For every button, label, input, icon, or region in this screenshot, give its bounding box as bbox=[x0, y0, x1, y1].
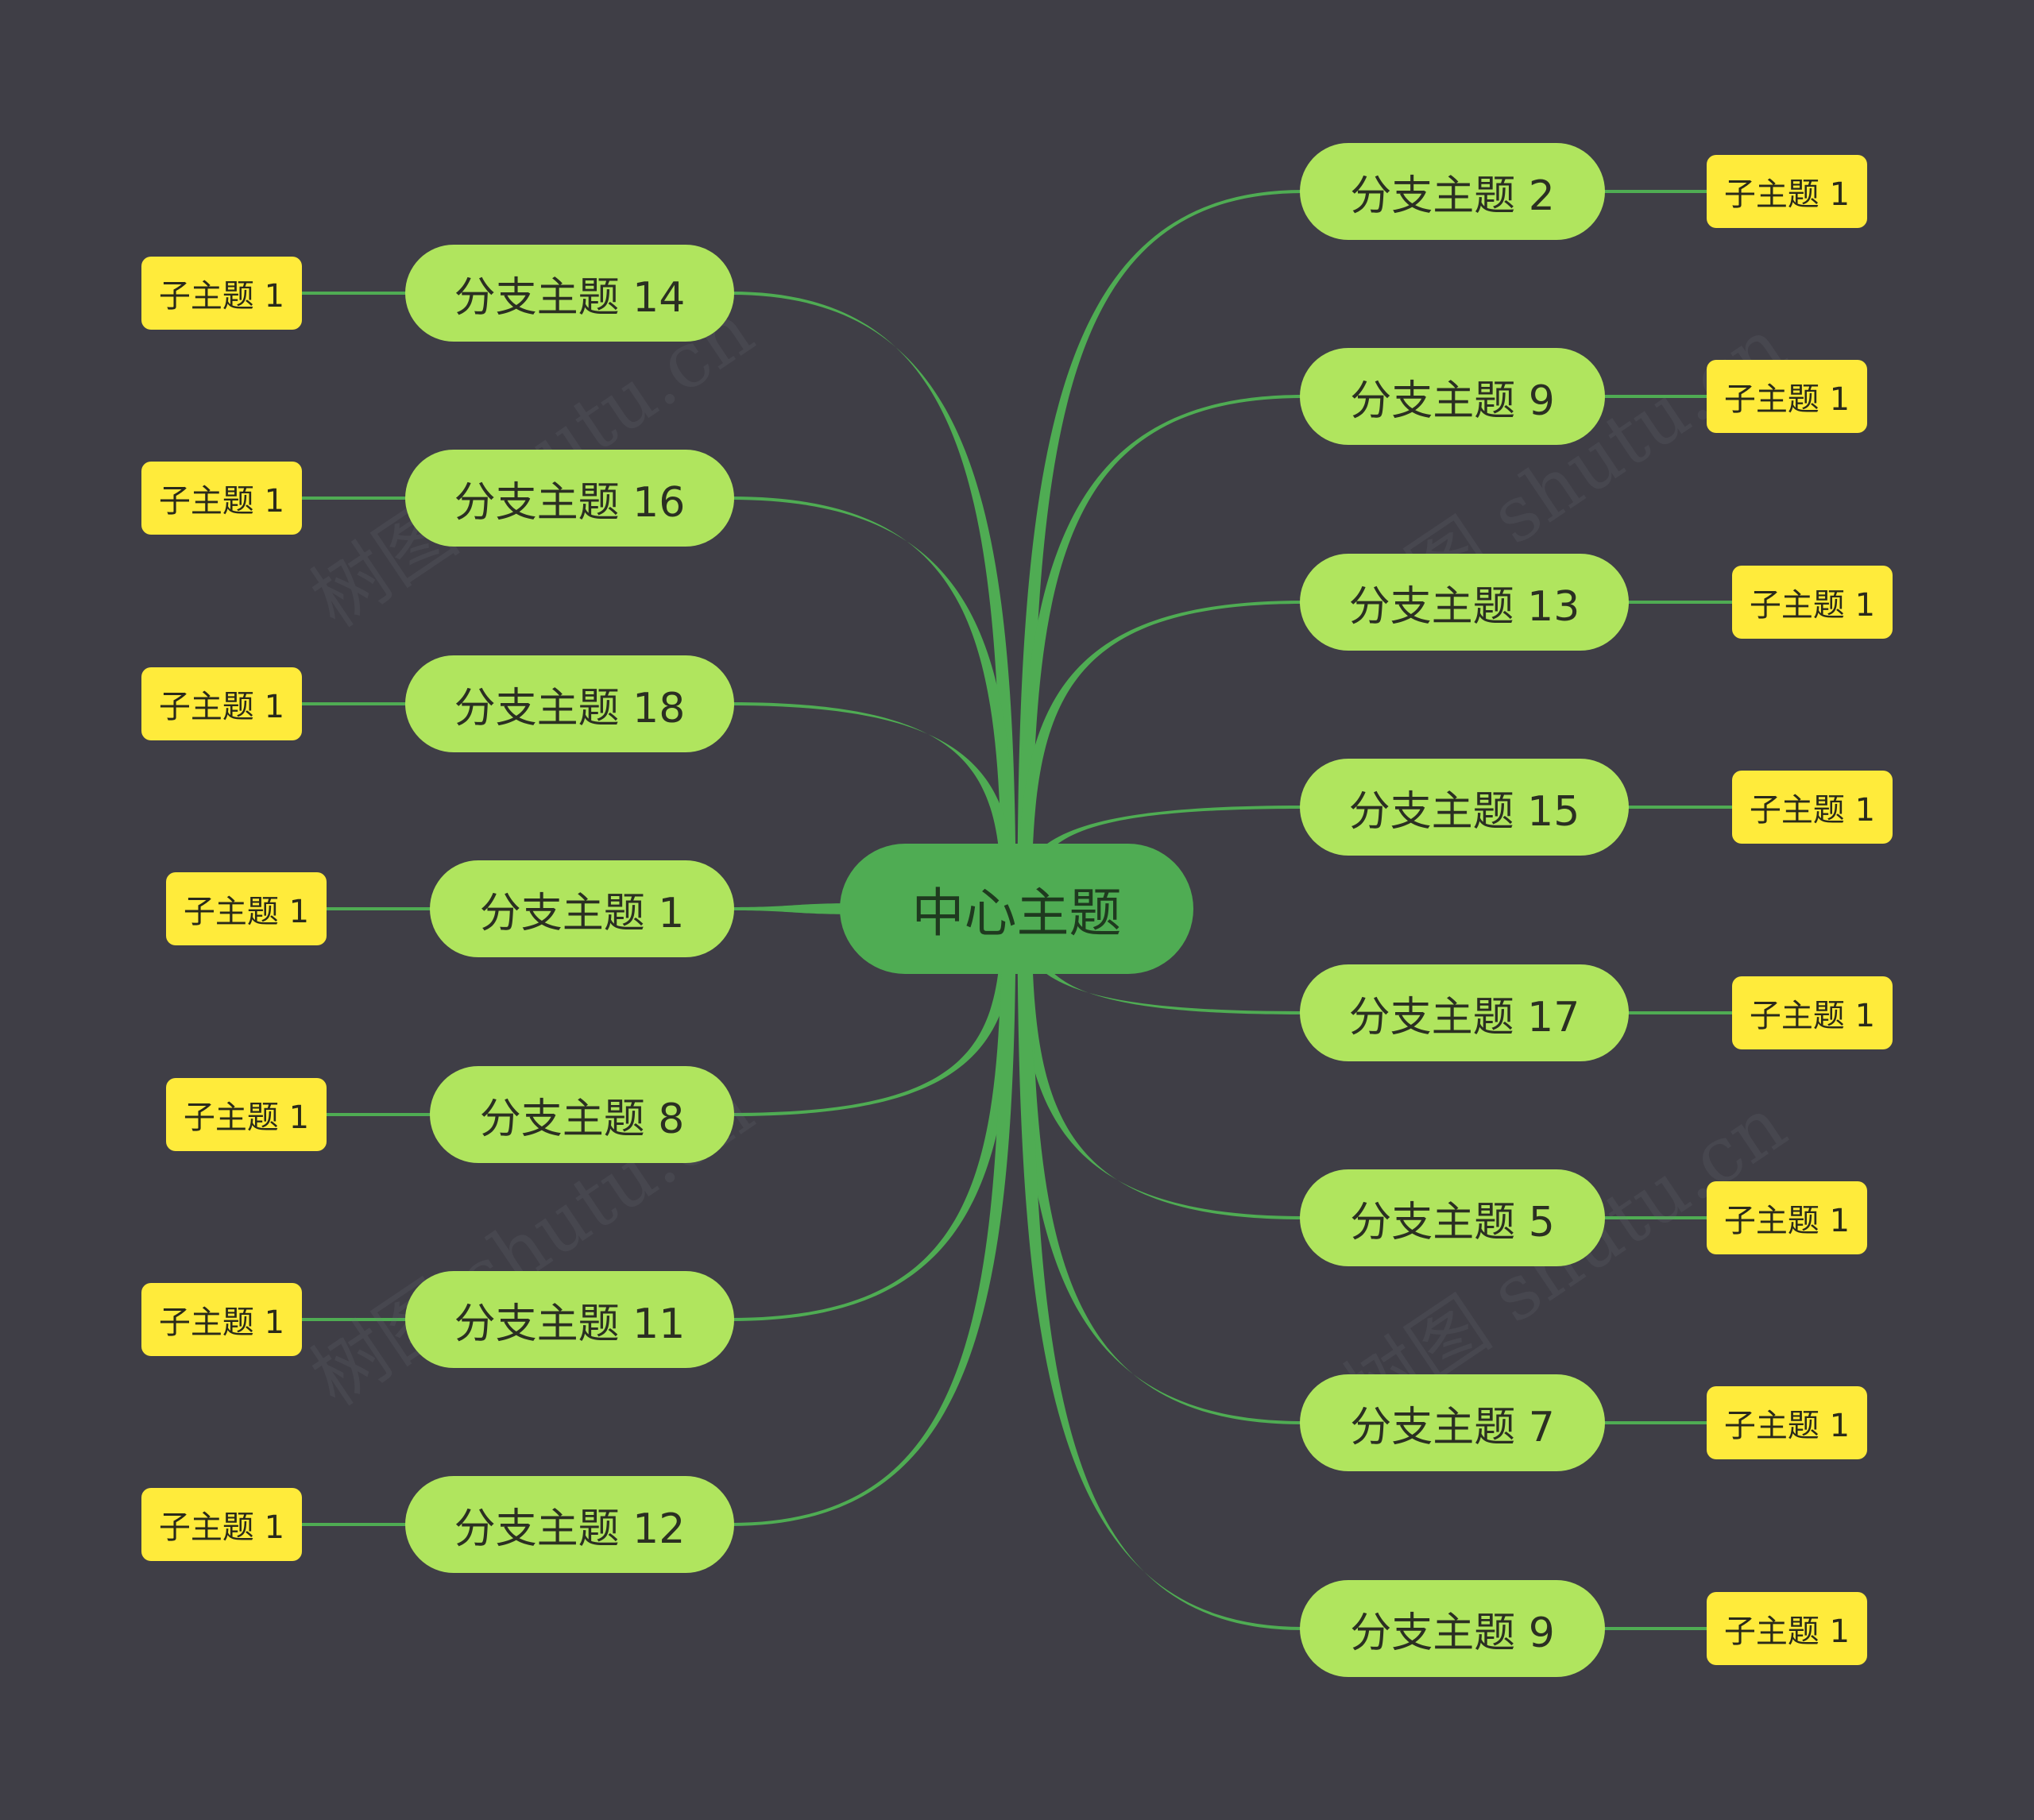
branch-right-2[interactable]: 分支主题 13 bbox=[1300, 554, 1629, 651]
branch-right-3[interactable]: 分支主题 15 bbox=[1300, 759, 1629, 856]
connector-center-left-0 bbox=[731, 292, 1016, 909]
branch-left-4[interactable]: 分支主题 8 bbox=[430, 1066, 734, 1163]
subtopic-right-1[interactable]: 子主题 1 bbox=[1707, 360, 1867, 433]
branch-left-6[interactable]: 分支主题 12 bbox=[405, 1476, 734, 1573]
branch-left-3[interactable]: 分支主题 1 bbox=[430, 860, 734, 957]
branch-left-1[interactable]: 分支主题 16 bbox=[405, 450, 734, 547]
branch-left-0[interactable]: 分支主题 14 bbox=[405, 245, 734, 342]
connector-center-left-3 bbox=[731, 903, 856, 914]
subtopic-right-2[interactable]: 子主题 1 bbox=[1732, 566, 1893, 639]
subtopic-right-4[interactable]: 子主题 1 bbox=[1732, 976, 1893, 1049]
subtopic-left-3[interactable]: 子主题 1 bbox=[166, 872, 327, 945]
subtopic-left-0[interactable]: 子主题 1 bbox=[141, 257, 302, 330]
branch-right-0[interactable]: 分支主题 2 bbox=[1300, 143, 1605, 240]
branch-right-1[interactable]: 分支主题 9 bbox=[1300, 348, 1605, 445]
subtopic-left-4[interactable]: 子主题 1 bbox=[166, 1078, 327, 1151]
subtopic-left-2[interactable]: 子主题 1 bbox=[141, 667, 302, 740]
subtopic-right-5[interactable]: 子主题 1 bbox=[1707, 1181, 1867, 1254]
subtopic-right-3[interactable]: 子主题 1 bbox=[1732, 771, 1893, 844]
subtopic-left-5[interactable]: 子主题 1 bbox=[141, 1283, 302, 1356]
branch-right-7[interactable]: 分支主题 9 bbox=[1300, 1580, 1605, 1677]
subtopic-left-6[interactable]: 子主题 1 bbox=[141, 1488, 302, 1561]
branch-right-6[interactable]: 分支主题 7 bbox=[1300, 1374, 1605, 1471]
subtopic-right-6[interactable]: 子主题 1 bbox=[1707, 1386, 1867, 1459]
subtopic-left-1[interactable]: 子主题 1 bbox=[141, 462, 302, 535]
branch-right-4[interactable]: 分支主题 17 bbox=[1300, 964, 1629, 1061]
branch-left-2[interactable]: 分支主题 18 bbox=[405, 655, 734, 752]
branch-left-5[interactable]: 分支主题 11 bbox=[405, 1271, 734, 1368]
central-topic[interactable]: 中心主题 bbox=[840, 844, 1193, 974]
subtopic-right-7[interactable]: 子主题 1 bbox=[1707, 1592, 1867, 1665]
connector-center-left-6 bbox=[731, 909, 1016, 1526]
subtopic-right-0[interactable]: 子主题 1 bbox=[1707, 155, 1867, 228]
branch-right-5[interactable]: 分支主题 5 bbox=[1300, 1169, 1605, 1266]
connector-center-right-1 bbox=[1017, 395, 1303, 909]
connector-center-right-6 bbox=[1017, 909, 1303, 1424]
